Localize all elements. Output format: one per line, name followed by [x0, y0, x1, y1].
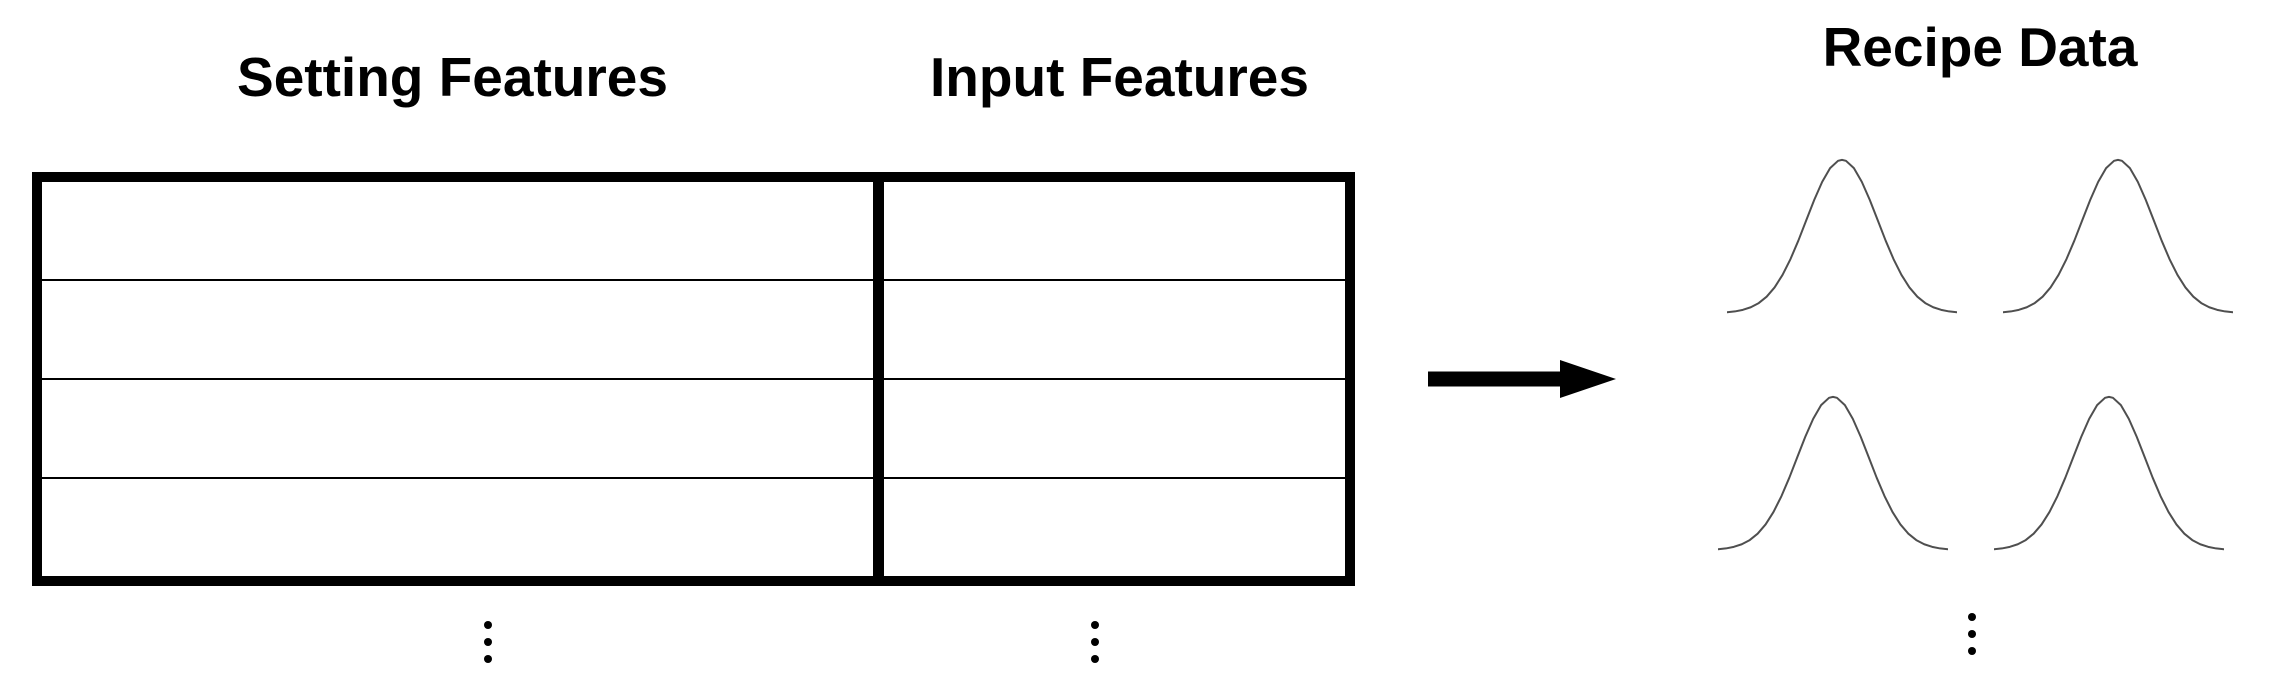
ellipsis-dot: [484, 655, 492, 663]
ellipsis-dot: [484, 638, 492, 646]
table-row: [42, 378, 873, 477]
feature-table: [32, 172, 1355, 586]
ellipsis-dot: [1968, 630, 1976, 638]
table-row: [42, 477, 873, 576]
vertical-ellipsis-icon: [1968, 613, 1976, 655]
table-row: [884, 378, 1345, 477]
table-row: [42, 182, 873, 279]
ellipsis-dot: [1091, 655, 1099, 663]
ellipsis-dot: [1091, 638, 1099, 646]
input-features-header: Input Features: [930, 46, 1309, 108]
distribution-curve: [1718, 380, 1948, 558]
ellipsis-dot: [484, 621, 492, 629]
setting-features-column: [42, 182, 884, 576]
vertical-ellipsis-icon: [484, 621, 492, 663]
distribution-curve: [1727, 143, 1957, 321]
table-row: [884, 182, 1345, 279]
input-features-column: [884, 182, 1345, 576]
table-row: [884, 477, 1345, 576]
table-row: [42, 279, 873, 378]
ellipsis-dot: [1968, 647, 1976, 655]
table-row: [884, 279, 1345, 378]
ellipsis-dot: [1968, 613, 1976, 621]
distribution-curve: [1994, 380, 2224, 558]
setting-features-header: Setting Features: [237, 46, 668, 108]
ellipsis-dot: [1091, 621, 1099, 629]
recipe-data-header: Recipe Data: [1822, 16, 2138, 78]
right-arrow-icon: [1428, 360, 1616, 398]
vertical-ellipsis-icon: [1091, 621, 1099, 663]
distribution-curve: [2003, 143, 2233, 321]
